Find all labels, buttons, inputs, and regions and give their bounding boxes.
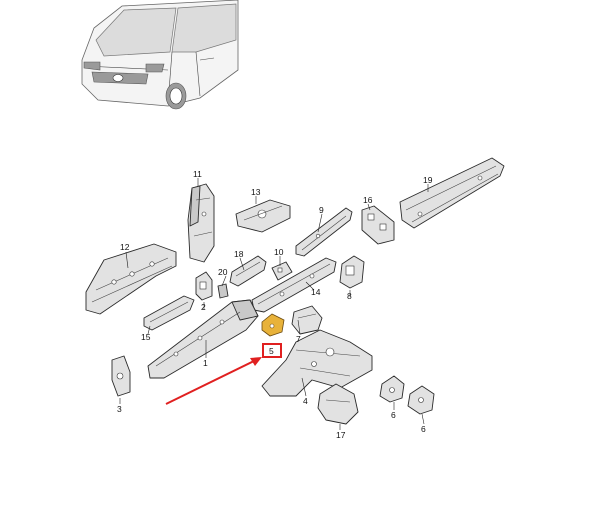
- part-10-clip[interactable]: [271, 261, 293, 281]
- label-13: 13: [251, 187, 261, 197]
- leader-lines: [119, 178, 429, 430]
- label-15: 15: [141, 332, 151, 342]
- part-labels: 11 13 9 16 19 12 18 10 20 2 14 8 15 1 3 …: [117, 169, 433, 440]
- part-5-highlighted-bracket[interactable]: [261, 313, 285, 337]
- part-2-bracket[interactable]: [195, 271, 213, 301]
- part-12-panel[interactable]: [85, 243, 177, 315]
- part-9-strut[interactable]: [295, 207, 353, 257]
- highlight-box: [262, 343, 282, 358]
- label-4: 4: [303, 396, 308, 406]
- label-3: 3: [117, 404, 122, 414]
- part-19-rail[interactable]: [399, 157, 505, 229]
- part-8-bracket[interactable]: [339, 255, 365, 289]
- label-20: 20: [218, 267, 228, 277]
- label-18: 18: [234, 249, 244, 259]
- label-14: 14: [311, 287, 321, 297]
- label-1: 1: [203, 358, 208, 368]
- vehicle-illustration: [81, 0, 239, 110]
- label-10: 10: [274, 247, 284, 257]
- part-15-strut[interactable]: [143, 295, 195, 331]
- label-12: 12: [120, 242, 130, 252]
- label-17: 17: [336, 430, 346, 440]
- part-11-pillar[interactable]: [187, 183, 215, 263]
- label-16: 16: [363, 195, 373, 205]
- part-6-right-bracket[interactable]: [407, 385, 435, 415]
- part-13-plate[interactable]: [235, 199, 291, 233]
- part-14-rail[interactable]: [251, 257, 337, 313]
- label-19: 19: [423, 175, 433, 185]
- part-1-member[interactable]: [147, 299, 259, 379]
- part-7-bracket[interactable]: [291, 305, 323, 335]
- part-17-bracket[interactable]: [317, 383, 359, 425]
- label-11: 11: [193, 169, 202, 179]
- label-9: 9: [319, 205, 324, 215]
- part-3-plate[interactable]: [111, 355, 131, 397]
- label-6-left: 6: [391, 410, 396, 420]
- part-16-bracket[interactable]: [361, 205, 395, 245]
- label-5: 5: [269, 346, 274, 356]
- pointer-arrow: [165, 357, 262, 405]
- part-18-brace[interactable]: [229, 255, 267, 287]
- part-20-bolt[interactable]: [217, 283, 229, 299]
- label-6-right: 6: [421, 424, 426, 434]
- part-4-floor-section[interactable]: [261, 329, 373, 397]
- part-6-left-bracket[interactable]: [379, 375, 405, 403]
- label-2: 2: [201, 302, 206, 312]
- label-7: 7: [296, 334, 301, 344]
- label-8: 8: [347, 291, 352, 301]
